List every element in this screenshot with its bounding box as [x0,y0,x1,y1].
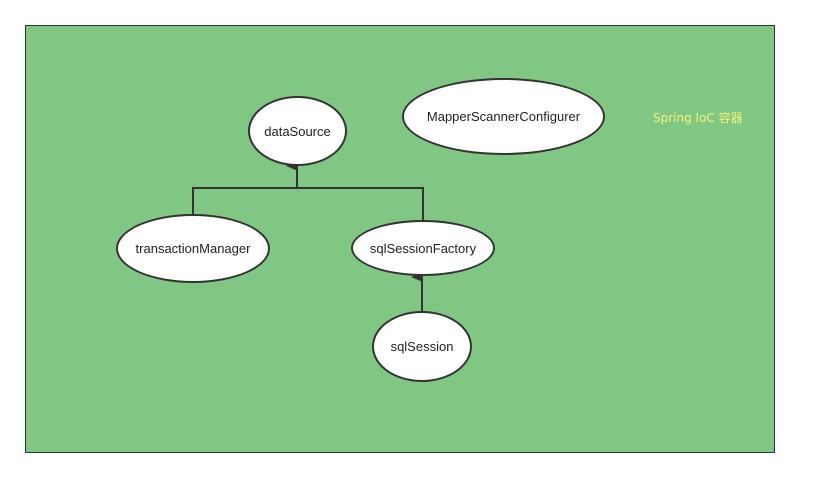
node-data-source: dataSource [248,96,347,166]
node-sql-session-factory: sqlSessionFactory [351,220,495,276]
edge-transaction-manager-to-data-source [192,161,298,215]
node-transaction-manager: transactionManager [116,214,270,283]
container-label: Spring IoC 容器 [653,111,743,125]
node-mapper-scanner-configurer: MapperScannerConfigurer [402,78,605,155]
edge-sql-session-factory-to-data-source [297,187,424,221]
node-sql-session: sqlSession [372,311,472,382]
